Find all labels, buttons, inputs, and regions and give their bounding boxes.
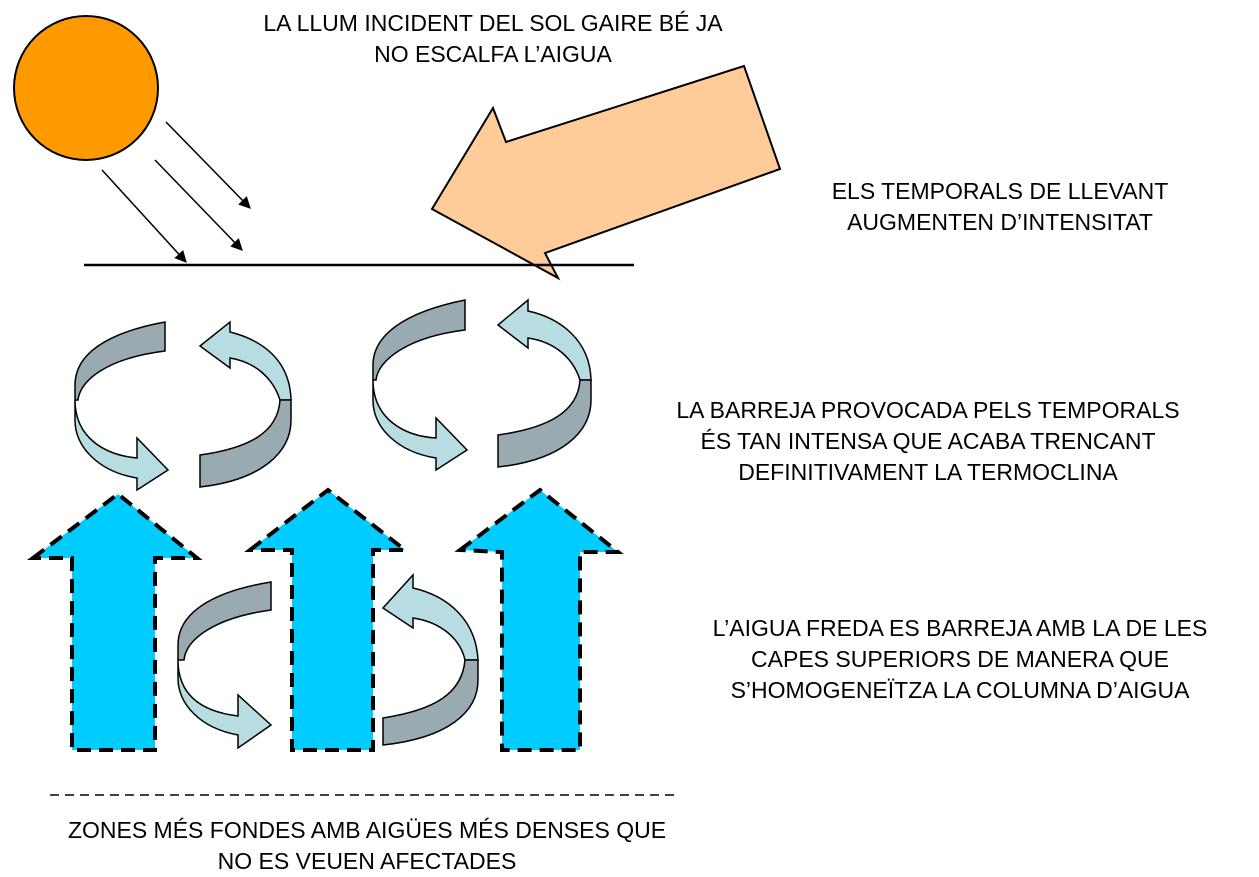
sun-rays <box>101 121 251 263</box>
storm-wind-arrow <box>430 64 782 281</box>
mixing-label: LA BARREJA PROVOCADA PELS TEMPORALS ÉS T… <box>676 397 1180 485</box>
sun-ray <box>154 159 243 251</box>
swirl-icon <box>372 298 592 472</box>
cold-water-label: L’AIGUA FREDA ES BARREJA AMB LA DE LES C… <box>712 615 1208 703</box>
sunlight-label: LA LLUM INCIDENT DEL SOL GAIRE BÉ JA NO … <box>263 10 723 67</box>
upward-arrow-icon <box>454 487 624 752</box>
swirl-icon <box>177 581 273 750</box>
sun-ray <box>101 169 187 263</box>
swirl-icon <box>74 320 292 492</box>
deep-zones-label: ZONES MÉS FONDES AMB AIGÜES MÉS DENSES Q… <box>67 817 667 874</box>
upward-arrow-icon <box>27 491 203 752</box>
sun-ray <box>165 121 251 209</box>
sun-icon <box>13 15 159 161</box>
swirl-icon <box>381 573 479 746</box>
storms-label: ELS TEMPORALS DE LLEVANT AUGMENTEN D’INT… <box>831 178 1169 235</box>
upward-arrow-icon <box>244 487 411 752</box>
